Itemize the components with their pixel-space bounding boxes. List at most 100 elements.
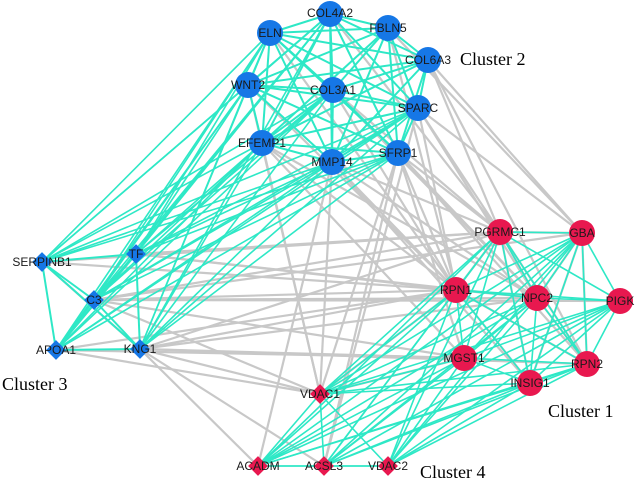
node-wnt2[interactable]: WNT2 [231,72,265,98]
node-shape [487,219,513,245]
node-sparc[interactable]: SPARC [398,95,439,121]
edge-intra [387,382,531,467]
cluster-4-label: Cluster 4 [420,462,486,482]
edge-intra [536,232,583,299]
node-acsl3[interactable]: ACSL3 [305,456,343,476]
node-pgrmc1[interactable]: PGRMC1 [474,219,526,245]
node-shape [235,72,261,98]
edge-intra [247,59,429,86]
edge-intra [41,32,271,263]
node-serpinb1[interactable]: SERPINB1 [12,252,72,272]
edge-intra [319,382,531,395]
cluster-2-label: Cluster 2 [460,49,526,69]
edge-intra [135,161,333,255]
intra-cluster-edges [41,13,621,467]
edge-intra [41,107,419,263]
node-label: FBLN5 [369,21,407,35]
edge-intra [93,142,263,301]
node-apoa1[interactable]: APOA1 [36,340,76,360]
node-fbln5[interactable]: FBLN5 [369,15,407,41]
node-tf[interactable]: TF [126,244,146,264]
edge-intra [319,363,588,395]
node-label: KNG1 [124,342,157,356]
edge-intra [319,289,457,395]
node-shape [248,456,268,476]
cluster-3-label: Cluster 3 [2,374,68,394]
node-gba[interactable]: GBA [569,220,595,246]
edge-intra [323,382,531,467]
edge-inter [427,59,588,365]
edge-intra [387,357,465,467]
edge-intra [55,348,141,351]
edge-inter [331,161,538,299]
node-label: PGRMC1 [474,225,526,239]
edge-intra [323,300,621,467]
edge-intra [387,231,501,467]
edge-inter [396,152,458,291]
edge-inter [93,298,321,396]
edge-intra [536,297,621,302]
node-label: SPARC [398,101,439,115]
node-label: RPN2 [571,357,603,371]
labels-layer: Cluster 2 Cluster 3 Cluster 1 Cluster 4 [2,49,614,482]
node-efemp1[interactable]: EFEMP1 [238,130,286,156]
node-col4a2[interactable]: COL4A2 [307,1,353,27]
edge-intra [455,232,583,291]
edge-inter [269,32,457,291]
node-kng1[interactable]: KNG1 [124,339,157,359]
node-vdac1[interactable]: VDAC1 [300,384,340,404]
edge-intra [332,89,399,154]
node-eln[interactable]: ELN [257,20,283,46]
edge-intra [55,152,399,351]
edge-intra [319,393,325,467]
edge-intra [387,27,399,154]
edge-intra [332,59,429,91]
edge-inter [55,348,321,396]
node-shape [319,149,345,175]
node-rpn1[interactable]: RPN1 [440,277,472,303]
edge-intra [257,297,538,467]
edge-intra [319,232,583,395]
node-label: GBA [569,226,594,240]
node-shape [443,277,469,303]
node-mgst1[interactable]: MGST1 [443,345,485,371]
edge-intra [387,363,588,467]
node-col3a1[interactable]: COL3A1 [310,77,356,103]
node-label: ACSL3 [305,459,343,473]
node-shape [130,339,150,359]
node-label: ELN [258,26,281,40]
node-npc2[interactable]: NPC2 [521,285,553,311]
edge-inter [332,89,501,233]
node-vdac2[interactable]: VDAC2 [368,456,408,476]
node-shape [310,384,330,404]
node-pigk[interactable]: PIGK [606,288,635,314]
edge-intra [55,84,249,351]
node-rpn2[interactable]: RPN2 [571,351,603,377]
edge-intra [55,107,419,351]
node-col6a3[interactable]: COL6A3 [405,47,451,73]
edge-inter [416,107,458,291]
node-mmp14[interactable]: MMP14 [311,149,353,175]
edge-inter [55,288,457,352]
edge-intra [247,84,334,91]
node-label: SFRP1 [379,146,418,160]
edge-intra [55,142,263,351]
edge-intra [387,297,538,467]
node-sfrp1[interactable]: SFRP1 [379,140,418,166]
node-shape [385,140,411,166]
node-acadm[interactable]: ACADM [236,456,280,476]
node-insig1[interactable]: INSIG1 [510,370,550,396]
node-shape [257,20,283,46]
node-c3[interactable]: C3 [84,290,104,310]
node-label: MMP14 [311,155,353,169]
edge-intra [319,393,389,467]
edge-intra [269,32,333,163]
node-label: RPN1 [440,283,472,297]
edge-intra [55,89,334,351]
node-label: NPC2 [521,291,553,305]
node-shape [46,340,66,360]
edge-intra [463,232,583,359]
edge-intra [269,32,429,61]
node-label: EFEMP1 [238,136,286,150]
